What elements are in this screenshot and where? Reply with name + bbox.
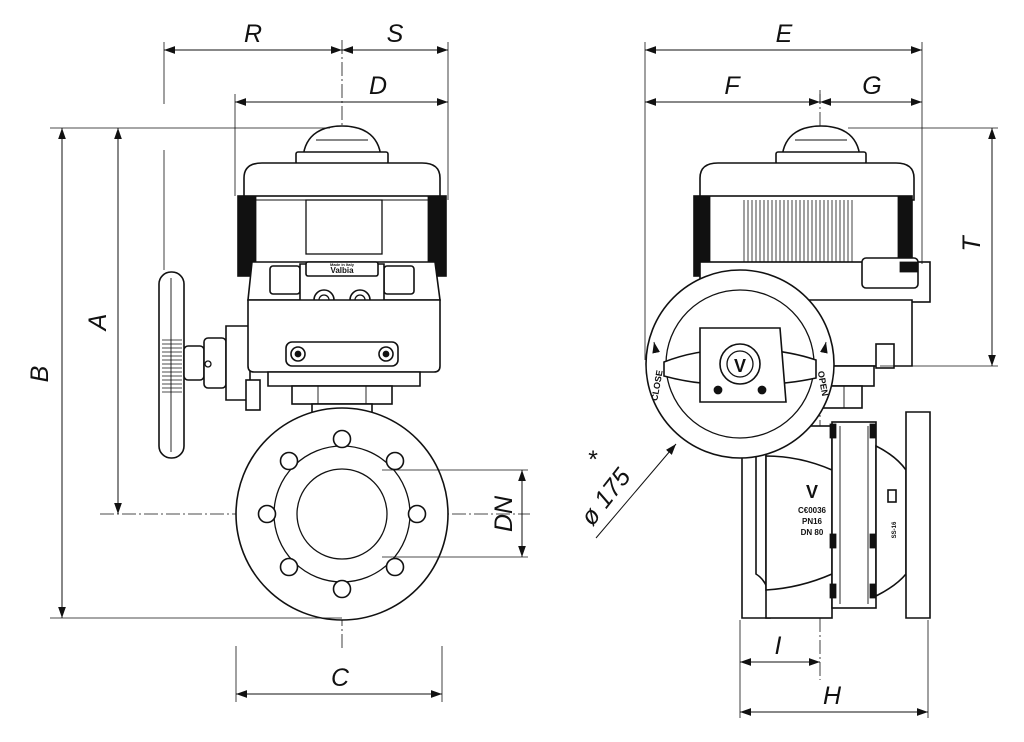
pressure-marking: PN16 xyxy=(802,517,823,526)
dim-label-d: D xyxy=(369,72,387,100)
bolt-holes xyxy=(257,429,427,599)
made-in-marking: Made in Italy xyxy=(330,262,355,267)
dim-label-c: C xyxy=(331,664,350,692)
dim-label-e: E xyxy=(776,20,793,48)
dim-label-diameter: ø 175 xyxy=(575,463,636,531)
asterisk-note: * xyxy=(587,446,598,474)
side-view: V C€0036 PN16 DN 80 SS-16 V CLOSE OPEN xyxy=(575,20,998,718)
side-code-marking: SS-16 xyxy=(892,521,898,538)
actuator-housing-front: Valbia Made in Italy xyxy=(237,125,447,415)
dim-label-g: G xyxy=(862,72,881,100)
dim-label-f: F xyxy=(724,72,741,100)
brand-marking: Valbia xyxy=(330,266,354,275)
dim-label-s: S xyxy=(387,20,404,48)
dim-label-i: I xyxy=(775,632,782,660)
valve-logo: V xyxy=(806,482,818,502)
handwheel-logo: V xyxy=(734,356,746,376)
dim-label-r: R xyxy=(244,20,262,48)
size-marking: DN 80 xyxy=(801,528,824,537)
dim-label-t: T xyxy=(958,235,986,252)
dim-label-a: A xyxy=(84,314,112,333)
dim-label-dn: DN xyxy=(490,495,518,532)
handwheel-face: V CLOSE OPEN xyxy=(645,269,835,459)
handwheel-side xyxy=(158,271,261,459)
flange-front xyxy=(235,407,449,621)
ce-marking: C€0036 xyxy=(798,506,827,515)
dim-label-h: H xyxy=(823,682,842,710)
valve-body-side: V C€0036 PN16 DN 80 SS-16 xyxy=(741,411,931,619)
front-view: Valbia Made in Italy xyxy=(26,20,530,702)
dim-label-b: B xyxy=(26,366,54,383)
open-marking: OPEN xyxy=(816,370,830,397)
